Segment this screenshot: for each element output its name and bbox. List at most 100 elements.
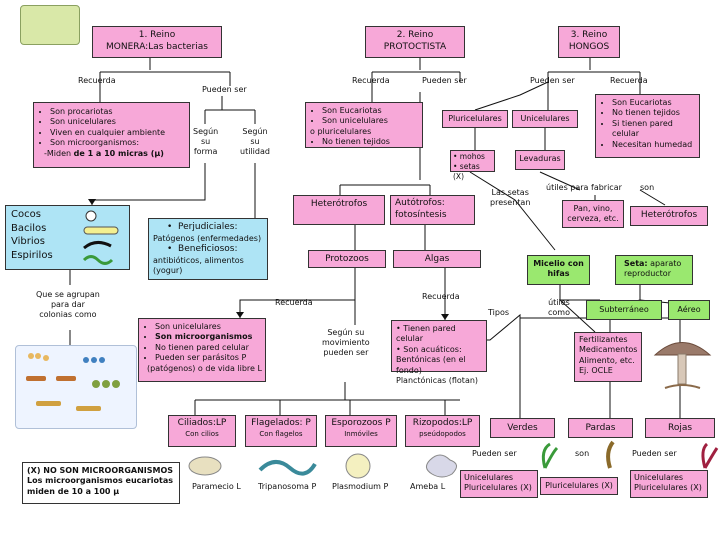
beneficiosos-title: • Beneficiosos: <box>167 244 238 255</box>
verdes-pueden-ser-label: Pueden ser <box>472 449 517 458</box>
ciliados-box: Ciliados:LP Con cilios <box>168 415 236 447</box>
rizopodos-box: Rizopodos:LP pseúdopodos <box>405 415 480 447</box>
protozoo-pictures <box>188 453 457 479</box>
bacteria-shapes-icon <box>82 210 119 265</box>
protoctista-recuerda-label: Recuerda <box>352 76 390 85</box>
note-line: Los microorganismos eucariotas <box>27 476 173 486</box>
monera-size: -Miden de 1 a 10 micras (µ) <box>44 148 164 158</box>
note-line: miden de 10 a 100 µ <box>27 486 120 496</box>
forma-item: Cocos <box>11 209 41 220</box>
rojas-pueden-ser-label: Pueden ser <box>632 449 677 458</box>
algas-rojas-box: Rojas <box>645 418 715 438</box>
monera-recuerda-label: Recuerda <box>78 76 116 85</box>
algas-prop: • Tienen pared celular <box>396 324 456 344</box>
algas-properties-box: • Tienen pared celular • Son acuáticos: … <box>391 320 487 385</box>
hongos-prop: Son Eucariotas <box>612 98 697 108</box>
protoctista-prop: Son Eucariotas <box>322 106 420 116</box>
protoctista-prop: o pluricelulares <box>310 126 372 136</box>
pardas-son-label: son <box>575 449 590 458</box>
protoctista-prop: Son unicelulares <box>322 116 420 126</box>
hongos-heterotrofos-box: Heterótrofos <box>630 206 708 226</box>
subterraneo-box: Subterráneo <box>586 300 662 320</box>
micelio-box: Micelio con hifas <box>527 255 590 285</box>
esporozoos-box: Esporozoos P Inmóviles <box>325 415 397 447</box>
reino-monera-number: 1. Reino <box>138 30 176 40</box>
algas-pardas-box: Pardas <box>568 418 633 438</box>
monera-prop: Son microorganismos: <box>50 138 187 148</box>
algas-pictures <box>541 440 719 469</box>
algas-box: Algas <box>393 250 481 268</box>
protoctista-prop: No tienen tejidos <box>322 137 420 147</box>
algas-verdes-box: Verdes <box>490 418 555 438</box>
autotrofos-box: Autótrofos: fotosíntesis <box>390 195 475 225</box>
perjudiciales-text: Patógenos (enfermedades) <box>153 233 262 243</box>
tipos-label: Tipos <box>488 308 510 317</box>
example-tripanosoma: Tripanosoma P <box>258 482 317 491</box>
bacteria-cell-picture <box>20 5 80 45</box>
example-ameba: Ameba L <box>410 482 446 491</box>
rojas-desc-box: Unicelulares Pluricelulares (X) <box>630 470 708 498</box>
protoctista-properties-box: Son Eucariotas Son unicelulares o pluric… <box>305 102 423 148</box>
protozoos-prop: No tienen pared celular <box>155 343 263 353</box>
pan-vino-box: Pan, vino, cerveza, etc. <box>562 200 624 228</box>
forma-item: Bacilos <box>11 222 47 234</box>
monera-pueden-ser-label: Pueden ser <box>202 85 247 94</box>
mushroom-icon <box>653 342 712 389</box>
reino-hongos-number: 3. Reino <box>570 30 608 40</box>
mohos-setas-box: • mohos • setas (X) <box>450 150 495 181</box>
note-box: (X) NO SON MICROORGANISMOS Los microorga… <box>22 462 180 504</box>
protozoos-extra: (patógenos) o de vida libre L <box>147 363 262 373</box>
perjudiciales-title: • Perjudiciales: <box>167 222 238 232</box>
monera-prop: Viven en cualquier ambiente <box>50 128 187 138</box>
hongos-prop: Necesitan humedad <box>612 140 697 150</box>
utiles-fabricar-label: útiles para fabricar <box>546 183 622 192</box>
beneficiosos-text: antibióticos, alimentos (yogur) <box>153 255 244 276</box>
protoctista-pueden-ser-label: Pueden ser <box>422 76 467 85</box>
seta-box: Seta: aparato reproductor <box>615 255 693 285</box>
verdes-desc-box: Unicelulares Pluricelulares (X) <box>460 470 538 498</box>
protozoos-prop: Son microorganismos <box>155 332 263 342</box>
monera-prop: Son unicelulares <box>50 117 187 127</box>
algas-recuerda-label: Recuerda <box>422 292 460 301</box>
bacteria-colonies-picture <box>15 345 137 429</box>
reino-monera-box: 1. Reino MONERA:Las bacterias <box>92 26 222 58</box>
hongos-prop: Si tienen pared celular <box>612 119 697 140</box>
bacteria-formas-box: Cocos Bacilos Vibrios Espirilos <box>5 205 130 270</box>
hongos-pluricelulares-box: Pluricelulares <box>442 110 508 128</box>
pardas-desc-box: Pluricelulares (X) <box>540 477 618 495</box>
protozoos-properties-box: Son unicelulares Son microorganismos No … <box>138 318 266 382</box>
protozoos-recuerda-label: Recuerda <box>275 298 313 307</box>
protozoos-prop: Son unicelulares <box>155 322 263 332</box>
heterotrofos-box: Heterótrofos <box>293 195 385 225</box>
reino-protoctista-name: PROTOCTISTA <box>383 41 447 52</box>
hongos-recuerda-label: Recuerda <box>610 76 648 85</box>
flagelados-box: Flagelados: P Con flagelos <box>245 415 317 447</box>
levaduras-box: Levaduras <box>515 150 565 170</box>
algas-prop: • Son acuáticos: <box>396 344 462 354</box>
algas-prop: Bentónicas (en el fondo) <box>396 355 466 375</box>
reino-monera-name: MONERA:Las bacterias <box>106 41 208 52</box>
hongos-unicelulares-box: Unicelulares <box>512 110 578 128</box>
son-label: son <box>640 183 655 192</box>
monera-properties-box: Son procariotas Son unicelulares Viven e… <box>33 102 190 168</box>
reino-hongos-box: 3. Reino HONGOS <box>558 26 620 58</box>
protozoos-prop: Pueden ser parásitos P <box>155 353 263 363</box>
fertilizantes-box: Fertilizantes Medicamentos Alimento, etc… <box>574 332 642 382</box>
note-line: (X) NO SON MICROORGANISMOS <box>27 466 174 475</box>
reino-protoctista-number: 2. Reino <box>396 30 434 40</box>
hongos-prop: No tienen tejidos <box>612 108 697 118</box>
protozoos-box: Protozoos <box>308 250 386 268</box>
aereo-box: Aéreo <box>668 300 710 320</box>
forma-item: Vibrios <box>11 236 45 247</box>
monera-prop: Son procariotas <box>50 107 187 117</box>
hongos-properties-box: Son Eucariotas No tienen tejidos Si tien… <box>595 94 700 158</box>
utilidad-box: • Perjudiciales: Patógenos (enfermedades… <box>148 218 268 280</box>
algas-prop: Planctónicas (flotan) <box>396 375 479 385</box>
